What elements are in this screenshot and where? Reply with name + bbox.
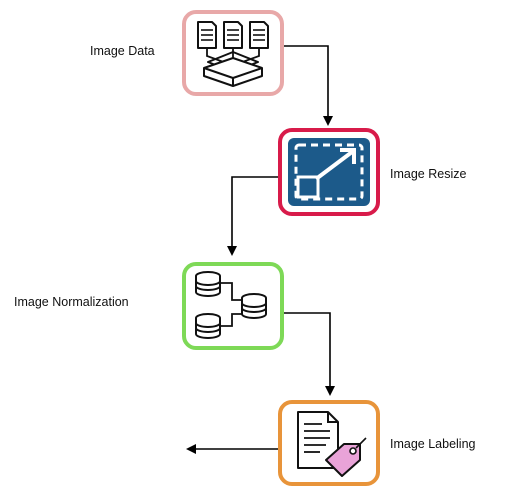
document-price-tag-icon	[297, 411, 367, 477]
arrow-normalization-to-labeling	[284, 312, 335, 396]
documents-into-tray-icon	[197, 21, 269, 87]
arrow-resize-to-normalization	[227, 176, 278, 256]
step-label-image-resize: Image Resize	[390, 167, 467, 181]
database-cylinders-icon	[195, 271, 267, 339]
step-image-normalization	[182, 262, 284, 350]
step-image-resize	[278, 128, 380, 216]
arrow-data-to-resize	[284, 45, 333, 126]
step-label-image-data: Image Data	[90, 44, 155, 58]
resize-arrow-icon	[288, 138, 370, 206]
step-label-image-normalization: Image Normalization	[14, 295, 129, 309]
step-image-labeling	[278, 400, 380, 486]
step-label-image-labeling: Image Labeling	[390, 437, 476, 451]
step-image-data	[182, 10, 284, 96]
